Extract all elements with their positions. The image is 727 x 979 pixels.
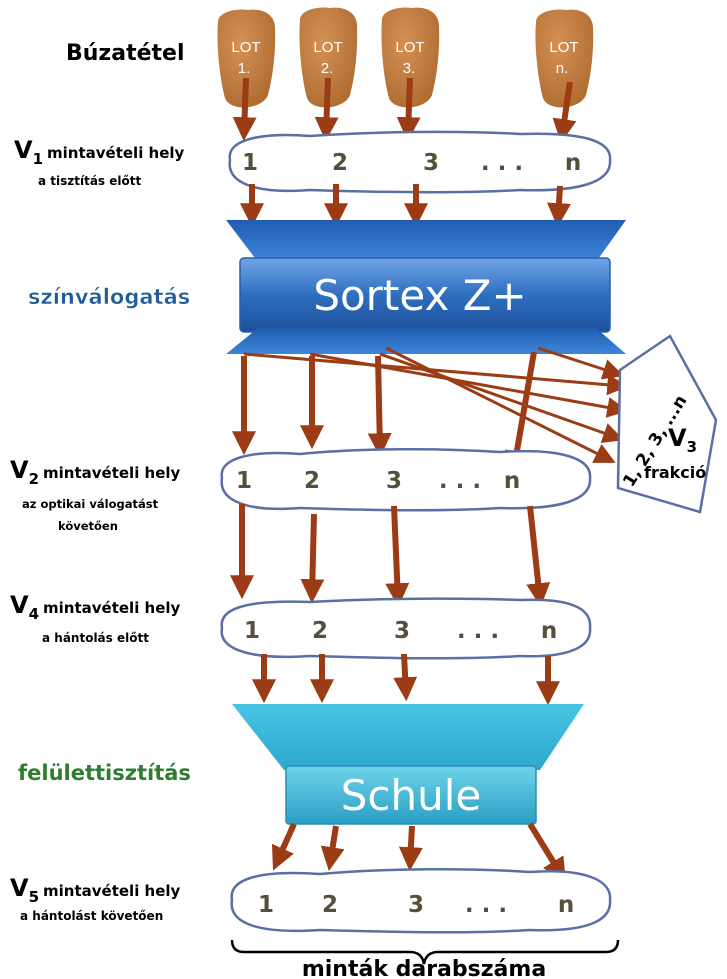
v2-item-1: 1 — [236, 468, 252, 494]
v5-item-1: 1 — [258, 892, 274, 918]
v4-item-1: 1 — [244, 618, 260, 644]
arrow — [396, 77, 421, 142]
arrow — [393, 653, 418, 702]
lot-2: LOT 2. — [299, 7, 358, 108]
lot-3: LOT 3. — [381, 7, 440, 108]
v4-sublabel: a hántolás előtt — [42, 631, 149, 645]
schule-funnel — [232, 704, 584, 770]
lot-3-line2: 3. — [403, 60, 416, 77]
v4-sample-cloud — [220, 597, 592, 660]
surface-cleaning-label: felülettisztítás — [18, 761, 191, 785]
lot-n-line1: LOT — [549, 39, 578, 56]
arrow — [379, 352, 624, 444]
schule-machine: Schule — [232, 704, 584, 825]
v5-sample-cloud — [230, 867, 612, 934]
wheat-lot-label: Búzatétel — [66, 41, 185, 66]
arrows-sortex-to-v2 — [232, 351, 537, 476]
arrow — [552, 81, 577, 144]
v3-fraction-box: 1, 2, 3, ...n V3 frakció — [616, 334, 718, 514]
arrow — [367, 355, 392, 458]
schule-body — [285, 765, 537, 825]
sortex-top-funnel — [226, 220, 626, 262]
v2-item-2: 2 — [304, 468, 320, 494]
arrows-v4-to-schule — [252, 653, 560, 706]
arrow — [385, 346, 616, 463]
v2-sublabel-2: követően — [58, 519, 118, 533]
v1-item-2: 2 — [332, 150, 348, 176]
sortex-machine: Sortex Z+ — [226, 220, 626, 354]
v2-sublabel-1: az optikai válogatást — [22, 497, 159, 511]
v4-item-n: n — [541, 618, 557, 644]
bottom-brace — [230, 939, 620, 965]
lot-1: LOT 1. — [217, 9, 276, 108]
lot-2-line1: LOT — [313, 39, 342, 56]
v5-item-dots: . . . — [465, 892, 507, 918]
color-sorting-label: színválogatás — [28, 285, 190, 309]
v3-label: V3 — [668, 424, 697, 456]
v1-sample-cloud — [228, 130, 612, 194]
v1-item-1: 1 — [242, 150, 258, 176]
arrow — [547, 185, 571, 228]
arrow — [526, 505, 551, 608]
v4-item-dots: . . . — [457, 618, 499, 644]
arrows-v2-to-v4 — [230, 504, 551, 608]
lot-1-line1: LOT — [231, 39, 260, 56]
lot-n: LOT n. — [535, 9, 594, 108]
arrow — [527, 822, 566, 883]
schule-label: Schule — [341, 771, 482, 820]
arrow — [309, 352, 629, 418]
arrow — [271, 822, 297, 871]
lot-1-line2: 1. — [238, 60, 251, 77]
lot-3-line1: LOT — [395, 39, 424, 56]
arrow — [398, 825, 423, 872]
v4-item-3: 3 — [394, 618, 410, 644]
arrow — [300, 513, 325, 604]
arrow — [320, 825, 345, 872]
v2-item-3: 3 — [386, 468, 402, 494]
v5-item-3: 3 — [408, 892, 424, 918]
v3-pentagon — [616, 334, 718, 514]
lot-n-line2: n. — [556, 60, 569, 77]
v5-item-n: n — [558, 892, 574, 918]
v1-item-n: n — [565, 150, 581, 176]
lot-2-line2: 2. — [321, 60, 334, 77]
v2-item-dots: . . . — [439, 468, 481, 494]
arrows-v1-to-sortex — [240, 184, 571, 228]
sortex-bottom-funnel — [226, 328, 626, 354]
arrows-lot-to-v1 — [232, 77, 577, 144]
v4-item-2: 2 — [312, 618, 328, 644]
arrow — [232, 77, 257, 142]
arrow — [537, 346, 624, 380]
arrows-to-v3 — [243, 346, 629, 463]
v2-item-n: n — [504, 468, 520, 494]
v1-sublabel: a tisztítás előtt — [38, 174, 141, 188]
v2-sample-cloud — [220, 447, 592, 512]
arrow — [505, 351, 537, 476]
v1-item-3: 3 — [423, 150, 439, 176]
arrow — [314, 77, 339, 142]
v5-sublabel: a hántolást követően — [20, 909, 163, 923]
v5-item-2: 2 — [322, 892, 338, 918]
sortex-label: Sortex Z+ — [313, 271, 526, 320]
sample-count-label: minták darabszáma — [302, 957, 546, 979]
arrow — [385, 505, 410, 608]
arrows-schule-to-v5 — [271, 822, 566, 883]
v3-frakcio: frakció — [644, 463, 706, 482]
v1-item-dots: . . . — [481, 150, 523, 176]
